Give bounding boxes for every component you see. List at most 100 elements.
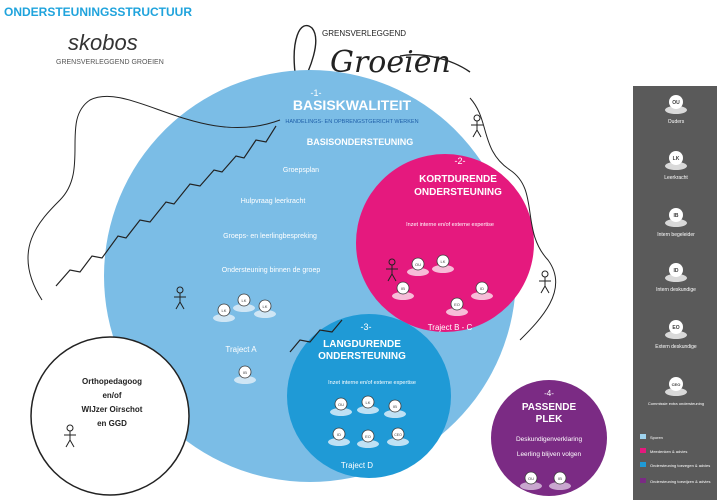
legend-label-id: Intern deskundige	[656, 287, 696, 293]
legend-label-ceo: Commissie extra ondersteuning	[648, 401, 704, 406]
basis-item-1: Groepsplan	[283, 167, 319, 174]
basis-node-lk-2-label: LK	[242, 298, 247, 303]
legend-code-eo: EO	[672, 325, 679, 331]
legend-label-ou: Ouders	[668, 119, 685, 125]
kort-title-1: KORTDURENDE	[419, 174, 497, 185]
legend-key-label-toezegen: Ondersteuning toezegen & advies	[650, 463, 710, 468]
basis-node-lk-2: LK	[233, 293, 255, 312]
ortho-line-3: WIJzer Oirschot	[82, 405, 143, 414]
legend-item-ou: OU Ouders	[665, 95, 687, 125]
basis-item-4: Ondersteuning binnen de groep	[222, 267, 321, 274]
kort-note: Inzet interne en/of externe expertise	[406, 222, 494, 228]
kort-traject: Traject B - C	[428, 323, 473, 332]
legend-code-id: ID	[674, 268, 679, 274]
lang-number: -3-	[361, 322, 372, 332]
legend-key-toezegen: Ondersteuning toezegen & advies	[640, 462, 710, 468]
lang-node-ou: OU	[330, 397, 352, 416]
passend-item-2: Leerling blijven volgen	[517, 451, 582, 458]
kort-node-id-label: ID	[480, 286, 484, 291]
legend-key-sporen: Sporen	[640, 434, 663, 440]
legend-label-eo: Extern deskundige	[655, 344, 697, 350]
legend-label-lk: Leerkracht	[664, 175, 688, 181]
passend-number: -4-	[544, 389, 554, 398]
lang-node-eo: EO	[357, 429, 379, 448]
legend-item-lk: LK Leerkracht	[664, 151, 688, 181]
legend-key-label-toewijzen: Ondersteuning toewijzen & advies	[650, 479, 710, 484]
lang-node-id: ID	[328, 427, 350, 446]
stick-figure	[386, 258, 398, 282]
passend-node-ou: OU	[520, 471, 542, 490]
kort-node-ou-label: OU	[415, 262, 421, 267]
page-title: ONDERSTEUNINGSSTRUCTUUR	[4, 5, 192, 19]
basis-number: -1-	[311, 88, 322, 98]
basis-node-lk-3: LK	[254, 299, 276, 318]
kort-node-ib: IB	[392, 281, 414, 300]
motto-small: GRENSVERLEGGEND	[322, 29, 406, 38]
lang-node-id-label: ID	[337, 432, 341, 437]
legend-label-ib: Intern begeleider	[657, 232, 695, 238]
ortho-line-2: en/of	[102, 391, 121, 400]
basis-subtitle: HANDELINGS- EN OPBRENGSTGERICHT WERKEN	[285, 119, 418, 125]
lang-node-lk: LK	[357, 395, 379, 414]
kort-node-lk-label: LK	[441, 259, 446, 264]
rope-line-right	[469, 97, 557, 341]
kort-node-ib-label: IB	[401, 286, 405, 291]
lang-node-ceo: CEO	[387, 427, 409, 446]
lang-title-2: ONDERSTEUNING	[318, 351, 406, 362]
stick-figure	[64, 424, 76, 448]
motto-swirl	[293, 25, 471, 89]
legend-key-label-sporen: Sporen	[650, 435, 663, 440]
passende-plek-circle	[491, 380, 607, 496]
lang-node-lk-label: LK	[366, 400, 371, 405]
stick-figure	[471, 114, 483, 138]
kort-node-id: ID	[471, 281, 493, 300]
kort-title-2: ONDERSTEUNING	[414, 187, 502, 198]
basis-item-3: Groeps- en leerlingbespreking	[223, 233, 317, 240]
passend-node-ou-label: OU	[528, 476, 534, 481]
legend-code-lk: LK	[673, 156, 680, 162]
passend-item-1: Deskundigenverklaring	[516, 436, 583, 443]
lang-node-ceo-label: CEO	[394, 433, 402, 437]
lang-traject: Traject D	[341, 461, 373, 470]
ortho-line-1: Orthopedagoog	[82, 377, 142, 386]
kort-node-eo: EO	[446, 297, 468, 316]
legend-item-ceo: CEO Commissie extra ondersteuning	[648, 377, 704, 406]
legend-key-meedenken: Meedenken & advies	[640, 448, 687, 454]
staircase-line	[55, 125, 277, 287]
legend-code-ib: IB	[674, 213, 679, 219]
kort-node-ou: OU	[407, 257, 429, 276]
legend-code-ou: OU	[672, 100, 680, 106]
ortho-circle	[30, 336, 190, 496]
legend-item-ib: IB Intern begeleider	[657, 208, 695, 238]
lang-node-ib-label: IB	[393, 404, 397, 409]
basis-node-ib: IB	[234, 365, 256, 384]
rope-line	[27, 95, 281, 301]
legend-code-ceo: CEO	[672, 382, 681, 387]
ortho-line-4: en GGD	[97, 419, 127, 428]
passend-title-1: PASSENDE	[522, 402, 577, 413]
legend-key-toewijzen: Ondersteuning toewijzen & advies	[640, 478, 710, 484]
lang-note: Inzet interne en/of externe expertise	[328, 380, 416, 386]
basis-item-2: Hulpvraag leerkracht	[241, 198, 306, 205]
basis-node-ib-label: IB	[243, 370, 247, 375]
legend-key-label-meedenken: Meedenken & advies	[650, 449, 687, 454]
brand-logo-text: skobos	[68, 30, 138, 55]
basis-node-lk-1: LK	[213, 303, 235, 322]
passend-title-2: PLEK	[536, 414, 563, 425]
passend-node-ib-label: IB	[558, 476, 562, 481]
kort-node-lk: LK	[432, 254, 454, 273]
legend-item-eo: EO Extern deskundige	[655, 320, 697, 350]
kort-number: -2-	[455, 156, 466, 166]
lang-node-eo-label: EO	[365, 434, 371, 439]
brand-tagline: GRENSVERLEGGEND GROEIEN	[56, 59, 164, 66]
ladder-line	[289, 319, 343, 353]
legend-item-id: ID Intern deskundige	[656, 263, 696, 293]
passend-node-ib: IB	[549, 471, 571, 490]
basis-section: BASISONDERSTEUNING	[307, 137, 414, 147]
basis-title: BASISKWALITEIT	[293, 97, 412, 113]
stick-figure	[539, 270, 551, 294]
stick-figure	[174, 286, 186, 310]
lang-title-1: LANGDURENDE	[323, 339, 401, 350]
basis-node-lk-1-label: LK	[222, 308, 227, 313]
lang-node-ib: IB	[384, 399, 406, 418]
